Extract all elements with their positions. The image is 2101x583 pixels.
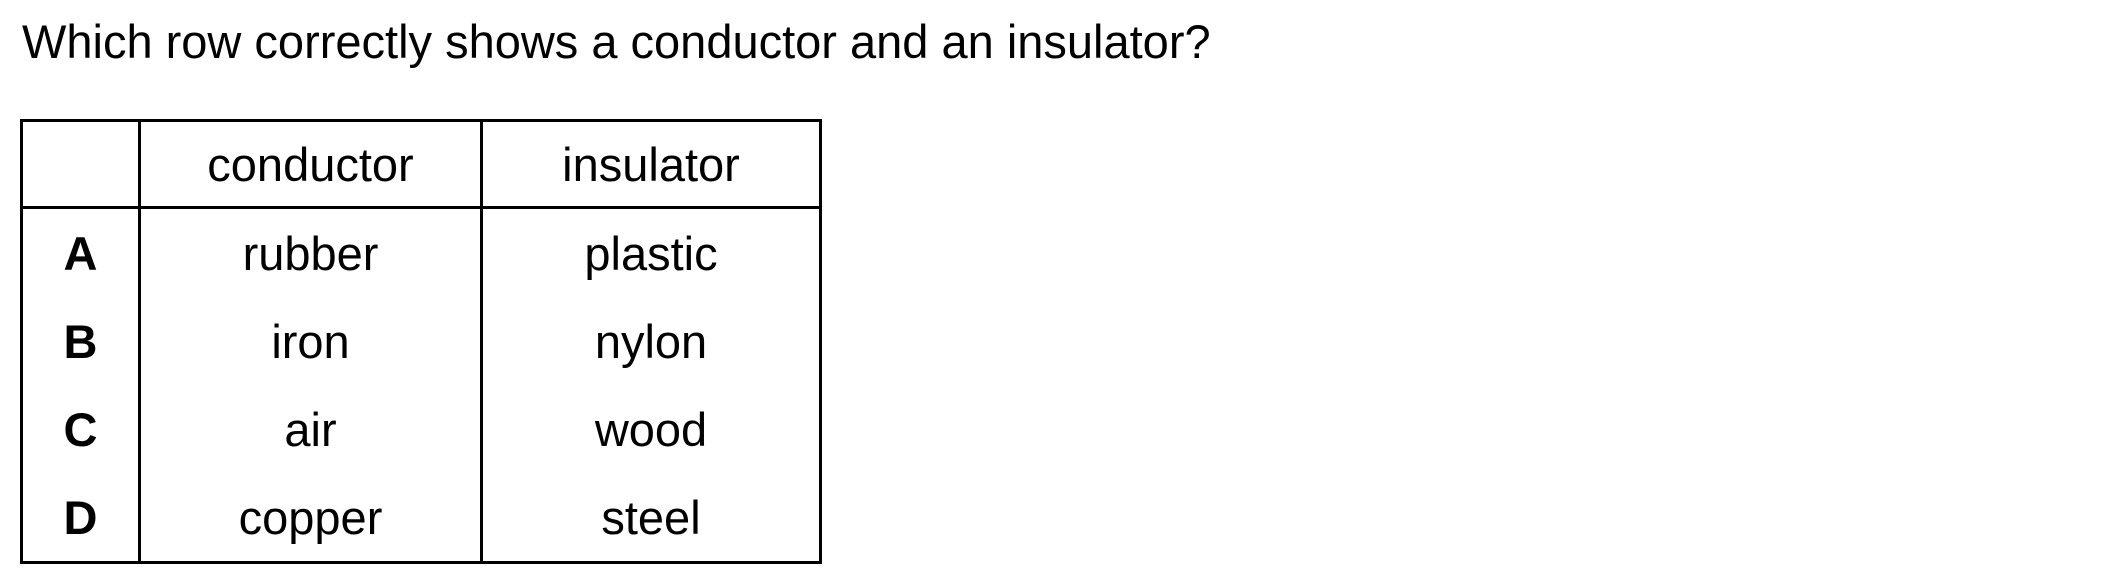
- table-header-row: conductor insulator: [20, 120, 822, 209]
- conductor-cell: iron: [138, 297, 483, 385]
- table-row: C air wood: [20, 385, 822, 473]
- header-cell-insulator: insulator: [480, 120, 822, 209]
- insulator-cell: plastic: [480, 207, 822, 297]
- table-row: D copper steel: [20, 473, 822, 563]
- option-letter: C: [20, 385, 141, 473]
- table-row: B iron nylon: [20, 297, 822, 385]
- insulator-cell: steel: [480, 473, 822, 563]
- option-letter: B: [20, 297, 141, 385]
- conductor-cell: copper: [138, 473, 483, 563]
- answer-table: conductor insulator A rubber plastic B i…: [20, 119, 822, 564]
- question-text: Which row correctly shows a conductor an…: [22, 15, 1211, 68]
- insulator-cell: wood: [480, 385, 822, 473]
- table-row: A rubber plastic: [20, 207, 822, 297]
- header-cell-conductor: conductor: [138, 120, 483, 209]
- conductor-cell: rubber: [138, 207, 483, 297]
- header-cell-blank: [20, 120, 141, 209]
- option-letter: A: [20, 207, 141, 297]
- option-letter: D: [20, 473, 141, 563]
- conductor-cell: air: [138, 385, 483, 473]
- insulator-cell: nylon: [480, 297, 822, 385]
